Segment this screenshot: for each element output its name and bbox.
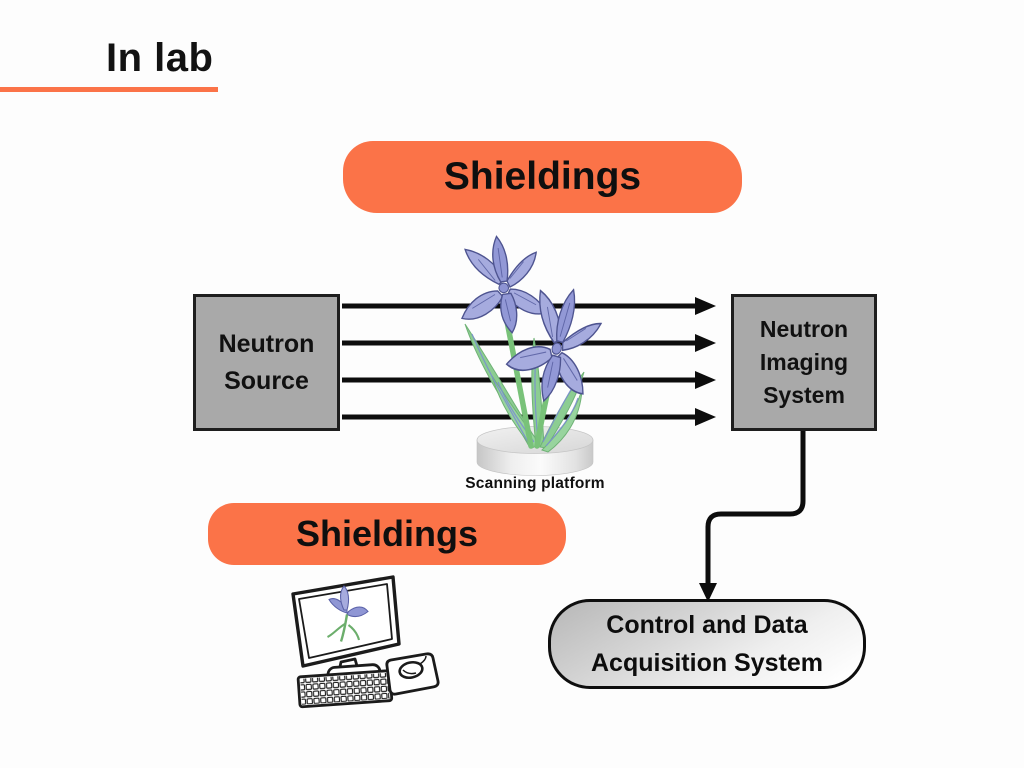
- scanning-platform-label: Scanning platform: [465, 475, 605, 492]
- monitor-icon: [291, 575, 401, 684]
- keyboard-icon: [296, 669, 394, 709]
- shieldings-top-label: Shieldings: [443, 155, 642, 198]
- shieldings-bottom-label: Shieldings: [295, 513, 479, 554]
- control-system-line2: Acquisition System: [591, 649, 823, 677]
- shieldings-top-pill: Shieldings: [343, 141, 742, 213]
- neutron-imaging-box: Neutron Imaging System: [731, 294, 877, 431]
- shieldings-bottom-pill: Shieldings: [208, 503, 566, 565]
- computer-workstation-illustration: [291, 575, 440, 709]
- title-underline: [0, 87, 218, 92]
- page-title: In lab: [106, 36, 214, 80]
- neutron-imaging-line1: Neutron: [759, 316, 849, 342]
- neutron-source-line1: Neutron: [218, 329, 315, 358]
- control-system-line1: Control and Data: [606, 611, 808, 639]
- control-system-box: Control and Data Acquisition System: [548, 599, 866, 689]
- iris-sample-illustration: [450, 232, 611, 453]
- beam-arrow: [342, 334, 716, 352]
- neutron-imaging-line2: Imaging: [759, 349, 849, 375]
- mini-iris-icon: [326, 585, 369, 642]
- neutron-imaging-line3: System: [763, 382, 845, 408]
- connector-imaging-to-control: [699, 431, 806, 602]
- neutron-source-line2: Source: [224, 366, 309, 395]
- mouse-icon: [385, 652, 440, 696]
- neutron-source-box: Neutron Source: [193, 294, 340, 431]
